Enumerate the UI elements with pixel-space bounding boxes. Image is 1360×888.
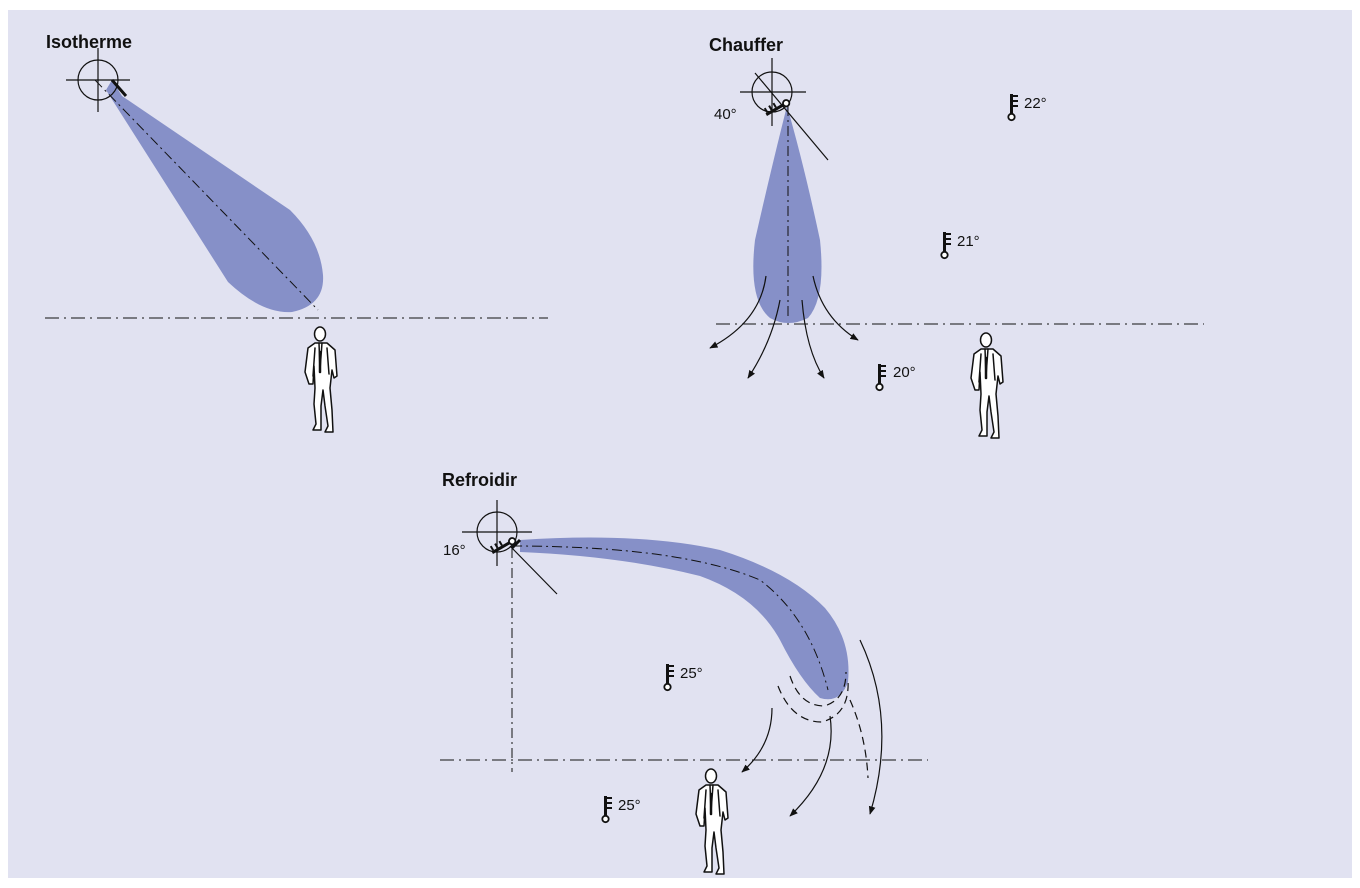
chauffer-thermometer-icon-21 bbox=[940, 231, 952, 260]
chauffer-temp-20: 20° bbox=[893, 364, 916, 381]
refroidir-thermometer-icon-25a bbox=[663, 663, 675, 692]
refroidir-person-figure bbox=[694, 767, 730, 876]
chauffer-scenario bbox=[709, 58, 1204, 440]
isotherme-title: Isotherme bbox=[46, 32, 133, 52]
isotherme-jet-axis bbox=[94, 79, 319, 311]
refroidir-turbulence-arcs bbox=[777, 671, 869, 779]
chauffer-title: Chauffer bbox=[709, 35, 784, 55]
refroidir-supply-temp: 16° bbox=[443, 542, 466, 559]
refroidir-jet-axis bbox=[511, 545, 829, 691]
chauffer-airflow-arrows bbox=[709, 275, 859, 379]
refroidir-title: Refroidir bbox=[442, 470, 518, 490]
chauffer-air-jet bbox=[753, 106, 822, 323]
chauffer-temp-22: 22° bbox=[1024, 95, 1047, 112]
chauffer-person-figure bbox=[969, 331, 1005, 440]
isotherme-air-jet bbox=[106, 80, 324, 313]
refroidir-thermometer-icon-25b bbox=[601, 795, 613, 824]
isotherme-person-figure bbox=[303, 325, 339, 434]
chauffer-diffuser-icon bbox=[740, 58, 829, 161]
chauffer-temp-21: 21° bbox=[957, 233, 980, 250]
chauffer-thermometer-icon-20 bbox=[875, 363, 887, 392]
diagram-background bbox=[8, 10, 1352, 878]
refroidir-air-jet bbox=[520, 537, 849, 700]
refroidir-temp-25b: 25° bbox=[618, 797, 641, 814]
refroidir-diffuser-icon bbox=[462, 500, 558, 595]
chauffer-thermometer-icon-22 bbox=[1007, 93, 1019, 122]
refroidir-scenario bbox=[440, 500, 928, 876]
refroidir-temp-25a: 25° bbox=[680, 665, 703, 682]
isotherme-diffuser-icon bbox=[66, 48, 130, 112]
chauffer-supply-temp: 40° bbox=[714, 106, 737, 123]
isotherme-scenario bbox=[45, 48, 548, 434]
refroidir-airflow-arrows bbox=[741, 639, 883, 817]
